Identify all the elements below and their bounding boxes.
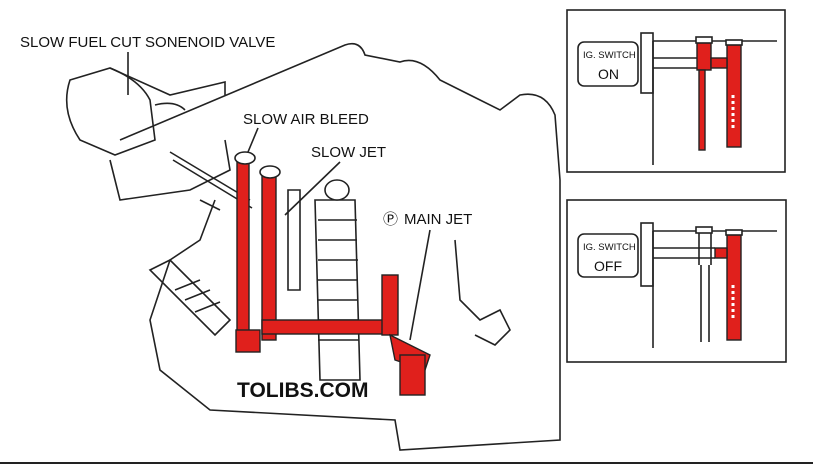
inset-ignition-off: IG. SWITCH OFF — [566, 199, 787, 363]
leader-air-bleed — [247, 127, 259, 153]
label-slow-air-bleed: SLOW AIR BLEED — [243, 111, 369, 128]
leader-slow-jet — [284, 161, 341, 216]
inset-on-switch-label: IG. SWITCH — [583, 50, 636, 61]
inset-ignition-on: IG. SWITCH ON — [566, 9, 786, 173]
watermark: TOLIBS.COM — [237, 379, 368, 402]
inset-off-switch-label: IG. SWITCH — [583, 242, 636, 253]
label-main-jet: MAIN JET — [404, 211, 472, 228]
inset-on-state: ON — [598, 66, 619, 82]
leader-main-jet — [409, 229, 431, 341]
inset-off-state: OFF — [594, 258, 622, 274]
main-jet-symbol: Ⓟ — [383, 211, 398, 228]
label-slow-jet: SLOW JET — [311, 144, 386, 161]
fuel-passages — [234, 151, 431, 396]
label-solenoid-valve: SLOW FUEL CUT SONENOID VALVE — [20, 34, 275, 51]
carburetor-body — [65, 42, 561, 451]
